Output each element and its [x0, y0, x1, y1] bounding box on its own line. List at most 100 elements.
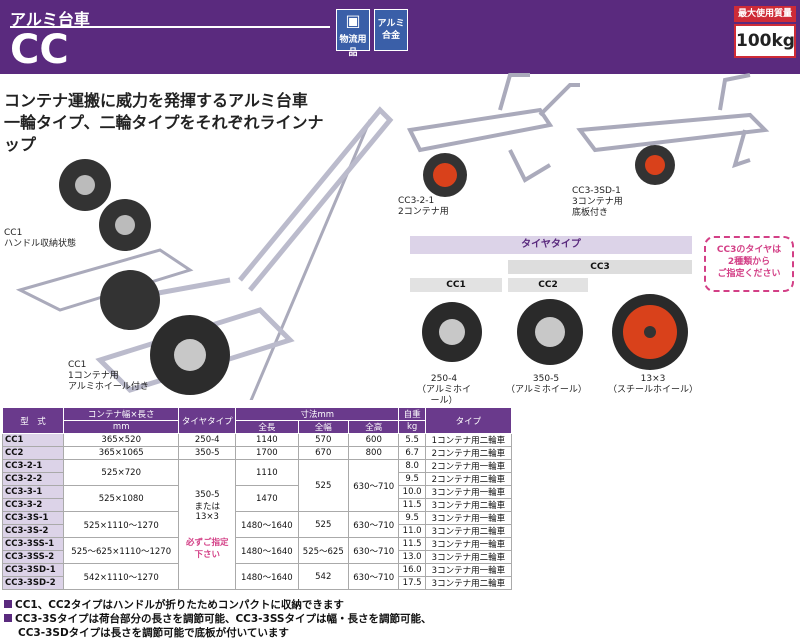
table-cell: 525×1080	[63, 485, 180, 512]
table-cell: 6.7	[398, 446, 426, 460]
model-cell: CC3-2-1	[1, 459, 65, 473]
th-weight-unit: kg	[398, 420, 426, 434]
th-weight: 自重	[398, 407, 426, 421]
note-line: 2種類から	[727, 257, 771, 267]
th-height: 全高	[347, 420, 400, 434]
model-cell: CC3-2-2	[1, 472, 65, 486]
table-cell: 1480～1640	[235, 563, 299, 590]
caption-line: CC1	[4, 228, 23, 238]
th-dims: 寸法mm	[235, 407, 400, 421]
tire-label-cc2: CC2	[508, 278, 588, 292]
table-cell: 1コンテナ用二輪車	[424, 433, 513, 447]
table-cell: 16.0	[398, 563, 426, 577]
table-cell: 600	[347, 433, 400, 447]
note-2: CC3-3Sタイプは荷台部分の長さを調節可能、CC3-3SSタイプは幅・長さを調…	[4, 612, 431, 626]
spec-table: 型 式 コンテナ幅×長さ タイヤタイプ 寸法mm 自重 タイプ mm 全長 全幅…	[1, 407, 513, 590]
table-cell: 11.5	[398, 537, 426, 551]
table-cell: 13.0	[398, 550, 426, 564]
tire-label-cc1: CC1	[410, 278, 502, 292]
logistics-badge: ▣ 物流用品	[336, 9, 370, 58]
table-cell: 525×720	[63, 459, 180, 486]
product-code: CC	[10, 27, 69, 73]
model-cell: CC3-3SD-1	[1, 563, 65, 577]
caption-line: 2コンテナ用	[398, 207, 449, 217]
model-cell: CC2	[1, 446, 65, 460]
table-cell: 11.0	[398, 524, 426, 538]
caption-line: 底板付き	[572, 208, 609, 218]
note-text: CC1、CC2タイプはハンドルが折りたためコンパクトに収納できます	[15, 599, 344, 611]
header-subtitle: アルミ台車	[10, 10, 90, 29]
table-cell: 3コンテナ用一輪車	[424, 537, 513, 551]
caption-line: CC3-2-1	[398, 196, 435, 206]
table-cell: 1480～1640	[235, 537, 299, 564]
table-cell: 350-5	[178, 446, 237, 460]
table-cell: 3コンテナ用二輪車	[424, 550, 513, 564]
cc3-photos	[406, 73, 770, 197]
table-cell: 3コンテナ用一輪車	[424, 485, 513, 499]
tire-size: 350-5	[532, 374, 560, 384]
wheel-icon	[100, 270, 160, 330]
caption-line: アルミホイール付き	[68, 382, 149, 392]
bullet-icon	[4, 614, 12, 622]
table-cell: 1110	[235, 459, 299, 486]
model-cell: CC1	[1, 433, 65, 447]
table-cell: 11.5	[398, 498, 426, 512]
table-cell: 365×520	[63, 433, 180, 447]
caption-line: 3コンテナ用	[572, 197, 623, 207]
table-cell: 630～710	[347, 563, 400, 590]
note-line: CC3のタイヤは	[716, 245, 782, 255]
table-cell: 2コンテナ用一輪車	[424, 459, 513, 473]
table-cell: 525	[297, 511, 350, 538]
table-cell: 670	[297, 446, 350, 460]
capacity-label: 最大使用質量	[734, 6, 796, 22]
tire-wheel: （アルミホイール）	[417, 385, 471, 406]
badge-logistics-label: 物流用品	[339, 35, 367, 58]
table-cell: 630～710	[347, 459, 400, 512]
table-cell: 3コンテナ用二輪車	[424, 498, 513, 512]
table-cell: 9.5	[398, 511, 426, 525]
th-length: 全長	[235, 420, 299, 434]
th-container-unit: mm	[63, 420, 180, 434]
note-line: ご指定ください	[717, 269, 781, 279]
table-cell: 525～625×1110～1270	[63, 537, 180, 564]
table-cell: 1700	[235, 446, 299, 460]
th-tire: タイヤタイプ	[178, 407, 237, 434]
caption-line: CC3-3SD-1	[572, 186, 621, 196]
badge-alum-label: アルミ合金	[377, 19, 405, 41]
table-cell: 630～710	[347, 511, 400, 538]
tire-group-cc3: CC3	[508, 260, 692, 274]
table-cell: 2コンテナ用二輪車	[424, 472, 513, 486]
tire-wheel: （スチールホイール）	[608, 385, 699, 395]
tire-3-label: 13×3（スチールホイール）	[608, 374, 698, 396]
tire-photos	[422, 294, 688, 370]
note-3: CC3-3SDタイプは長さを調節可能で底板が付いています	[18, 627, 289, 639]
model-cell: CC3-3-1	[1, 485, 65, 499]
table-cell: 5.5	[398, 433, 426, 447]
truck-icon: ▣	[345, 11, 361, 30]
cc3-tire-options: 350-5 または 13×3	[194, 489, 220, 522]
note-1: CC1、CC2タイプはハンドルが折りたためコンパクトに収納できます	[4, 598, 344, 612]
table-cell: 542	[297, 563, 350, 590]
table-cell: 3コンテナ用一輪車	[424, 563, 513, 577]
model-cell: CC3-3SS-1	[1, 537, 65, 551]
caption-line: CC1	[68, 360, 87, 370]
table-cell: 3コンテナ用二輪車	[424, 576, 513, 590]
caption-line: 1コンテナ用	[68, 371, 119, 381]
model-cell: CC3-3-2	[1, 498, 65, 512]
table-cell: 800	[347, 446, 400, 460]
tire-2-label: 350-5（アルミホイール）	[506, 374, 587, 396]
bullet-icon	[4, 600, 12, 608]
tire-size: 250-4	[430, 374, 458, 384]
tire-wheel: （アルミホイール）	[506, 385, 587, 395]
tire-type-header: タイヤタイプ	[410, 236, 692, 254]
tire-size: 13×3	[640, 374, 666, 384]
